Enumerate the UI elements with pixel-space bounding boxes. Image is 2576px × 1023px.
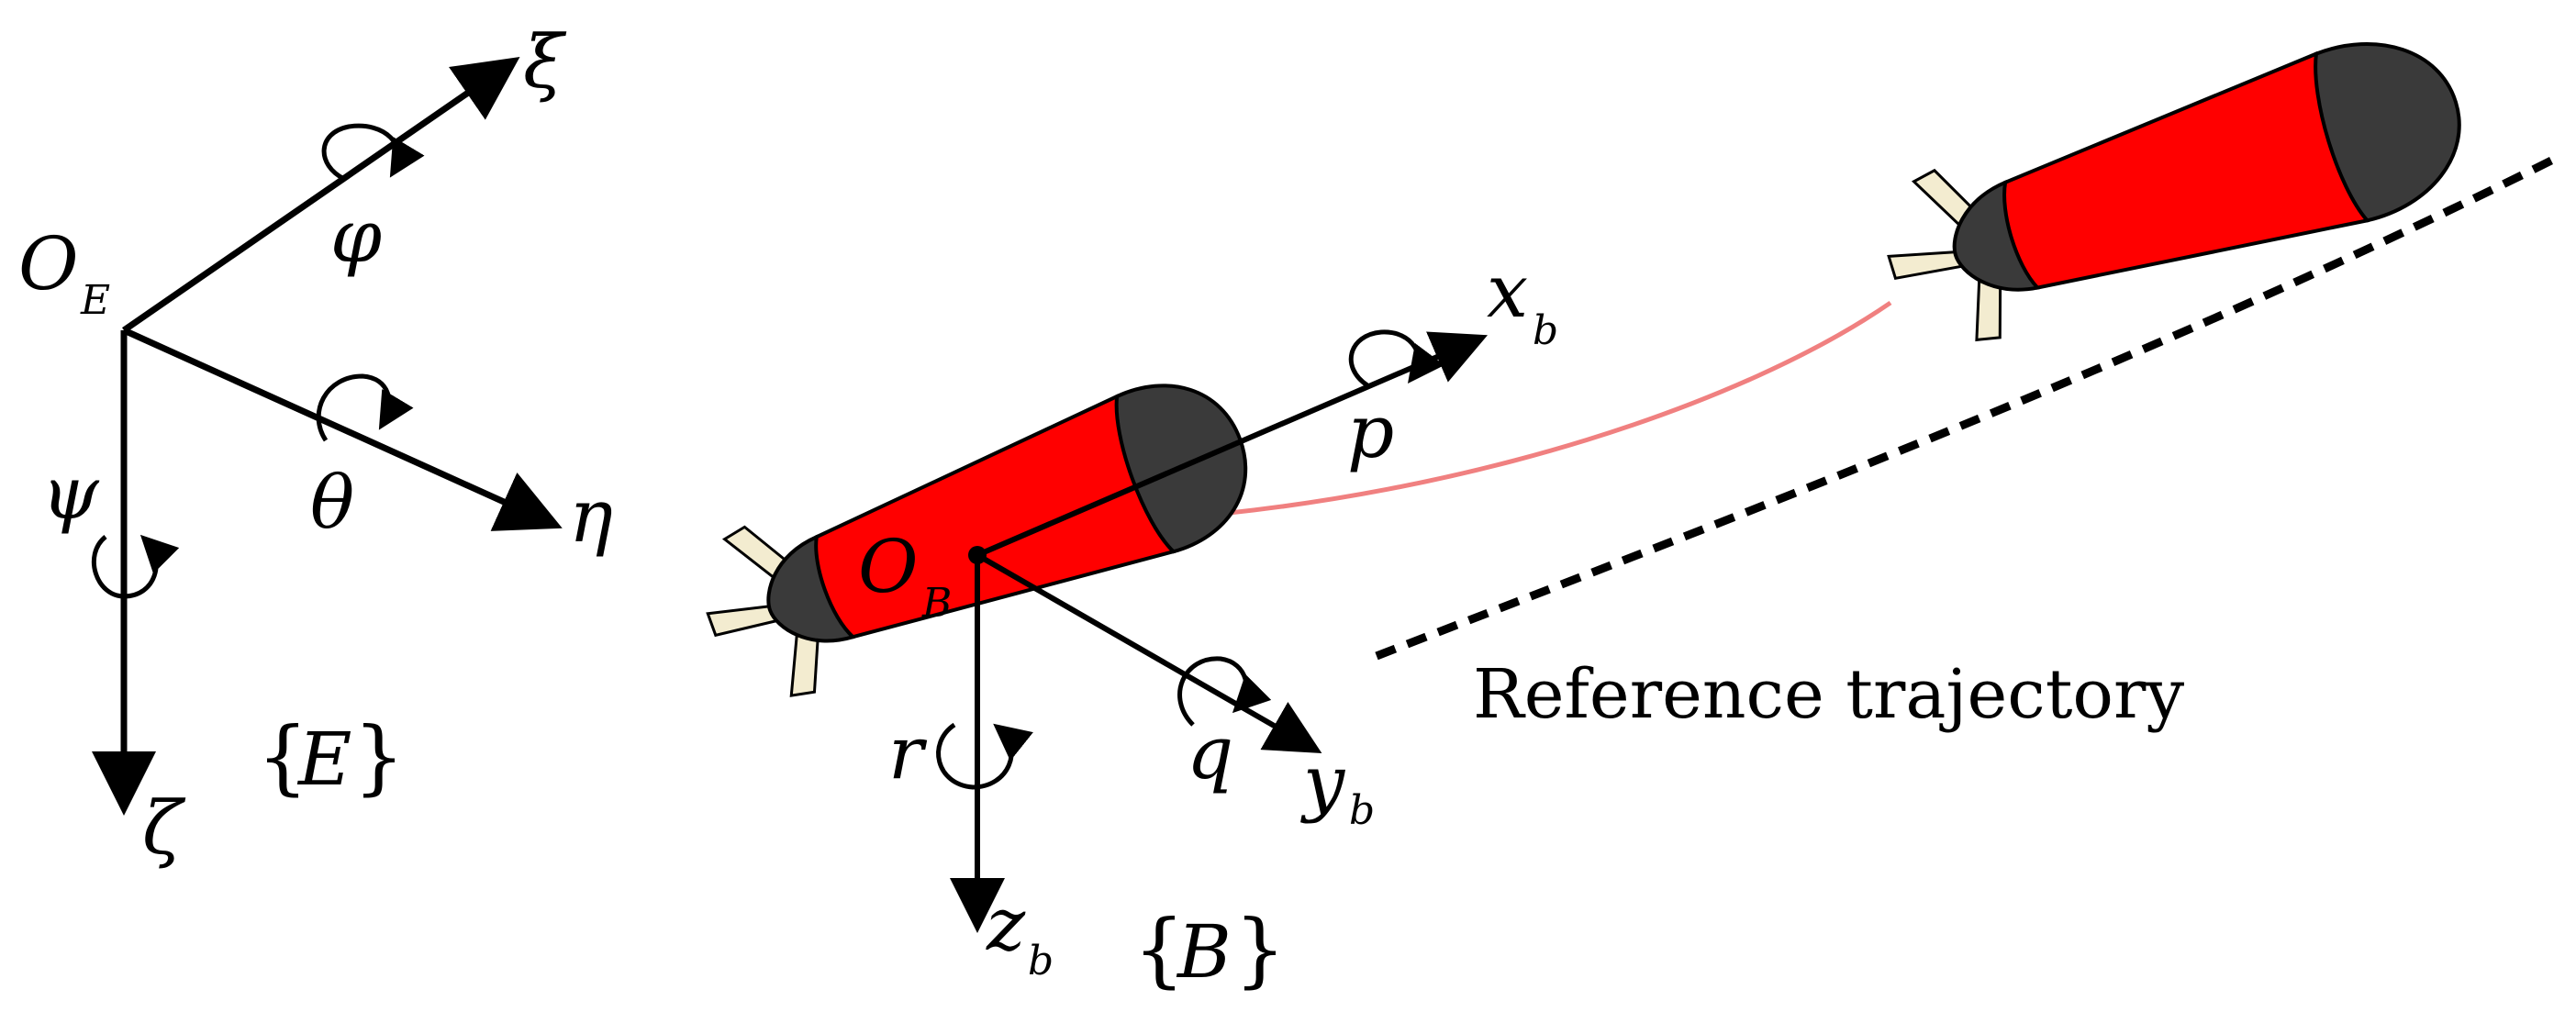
yb-axis-label: y (1300, 739, 1346, 825)
r-label: r (888, 710, 928, 795)
reference-trajectory-label: Reference trajectory (1473, 655, 2184, 734)
body-origin-label: O (858, 524, 919, 609)
body-frame-axes (936, 329, 1489, 933)
phi-label: φ (330, 194, 382, 279)
target-tail-cone (1952, 180, 2040, 292)
zb-axis-subscript: b (1028, 938, 1054, 984)
svg-text:{: { (1133, 902, 1185, 996)
xi-axis-label: ξ (523, 19, 567, 105)
theta-rotation-arrow (316, 373, 414, 442)
earth-frame: O E ξ η ζ φ θ ψ { E } (18, 19, 613, 871)
eta-axis-label: η (569, 473, 613, 559)
earth-origin-label: O (18, 221, 79, 306)
zb-axis-label: z (986, 882, 1026, 967)
phi-rotation-arrow (321, 123, 425, 182)
xb-axis-subscript: b (1533, 307, 1558, 354)
yb-axis (976, 552, 1322, 753)
earth-origin-subscript: E (80, 277, 110, 324)
svg-text:}: } (353, 709, 405, 804)
svg-text:B: B (1176, 909, 1232, 995)
r-rotation-arrow (936, 722, 1033, 790)
theta-label: θ (310, 460, 354, 545)
vehicle-hull (814, 394, 1176, 639)
xb-axis-label: x (1487, 249, 1528, 334)
target-hull (2002, 50, 2370, 290)
xi-axis (122, 57, 520, 333)
q-label: q (1187, 710, 1233, 795)
vehicle-target (1887, 42, 2461, 342)
p-rotation-arrow (1348, 329, 1444, 388)
target-nose (2314, 42, 2461, 223)
svg-text:{: { (257, 709, 308, 804)
vehicle-body-frame (706, 384, 1248, 697)
yb-axis-subscript: b (1349, 787, 1375, 834)
body-frame-name: { B } (1133, 902, 1286, 996)
body-origin-dot (968, 546, 987, 564)
eta-axis (122, 327, 563, 531)
q-rotation-arrow (1177, 656, 1272, 727)
xb-axis (976, 331, 1489, 558)
psi-rotation-arrow (91, 534, 180, 599)
p-label: p (1347, 389, 1394, 474)
vehicle-tail-cone (766, 534, 856, 643)
vehicle-path (1169, 300, 1892, 521)
body-origin-subscript: B (921, 580, 952, 627)
zeta-axis-label: ζ (142, 785, 186, 871)
svg-text:}: } (1234, 902, 1286, 996)
psi-label: ψ (41, 450, 100, 536)
reference-trajectory-line (1375, 156, 2554, 661)
svg-text:E: E (296, 717, 351, 802)
earth-frame-name: { E } (257, 709, 405, 804)
